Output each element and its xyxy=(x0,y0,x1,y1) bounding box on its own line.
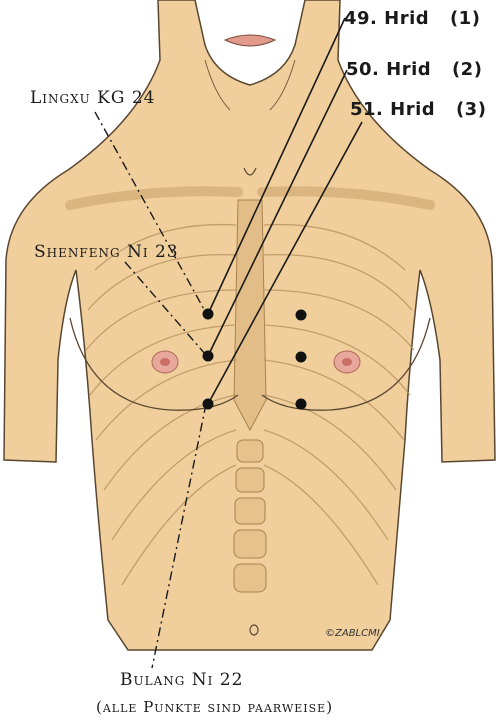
label-50-text: 50. Hrid xyxy=(346,59,431,80)
label-49-text: 49. Hrid xyxy=(344,8,429,29)
nipple-right xyxy=(334,351,360,373)
mouth xyxy=(225,35,275,46)
note-paired-points: (alle Punkte sind paarweise) xyxy=(96,698,333,716)
label-shenfeng: Shenfeng Ni 23 xyxy=(34,242,179,262)
label-49-hrid: 49. Hrid (1) xyxy=(344,8,480,29)
point-49-left xyxy=(203,309,214,320)
label-51-num: (3) xyxy=(456,99,486,120)
label-51-text: 51. Hrid xyxy=(350,99,435,120)
copyright-mark: ©ZABLCMI xyxy=(325,628,380,639)
point-49-right xyxy=(296,310,307,321)
point-51-right xyxy=(296,399,307,410)
point-50-right xyxy=(296,352,307,363)
label-lingxu: Lingxu KG 24 xyxy=(30,88,156,108)
label-49-num: (1) xyxy=(450,8,480,29)
label-bulang: Bulang Ni 22 xyxy=(120,670,243,690)
nipple-left xyxy=(152,351,178,373)
label-50-num: (2) xyxy=(452,59,482,80)
point-51-left xyxy=(203,399,214,410)
sternum xyxy=(234,200,266,430)
point-50-left xyxy=(203,351,214,362)
label-50-hrid: 50. Hrid (2) xyxy=(346,59,482,80)
label-51-hrid: 51. Hrid (3) xyxy=(350,99,486,120)
